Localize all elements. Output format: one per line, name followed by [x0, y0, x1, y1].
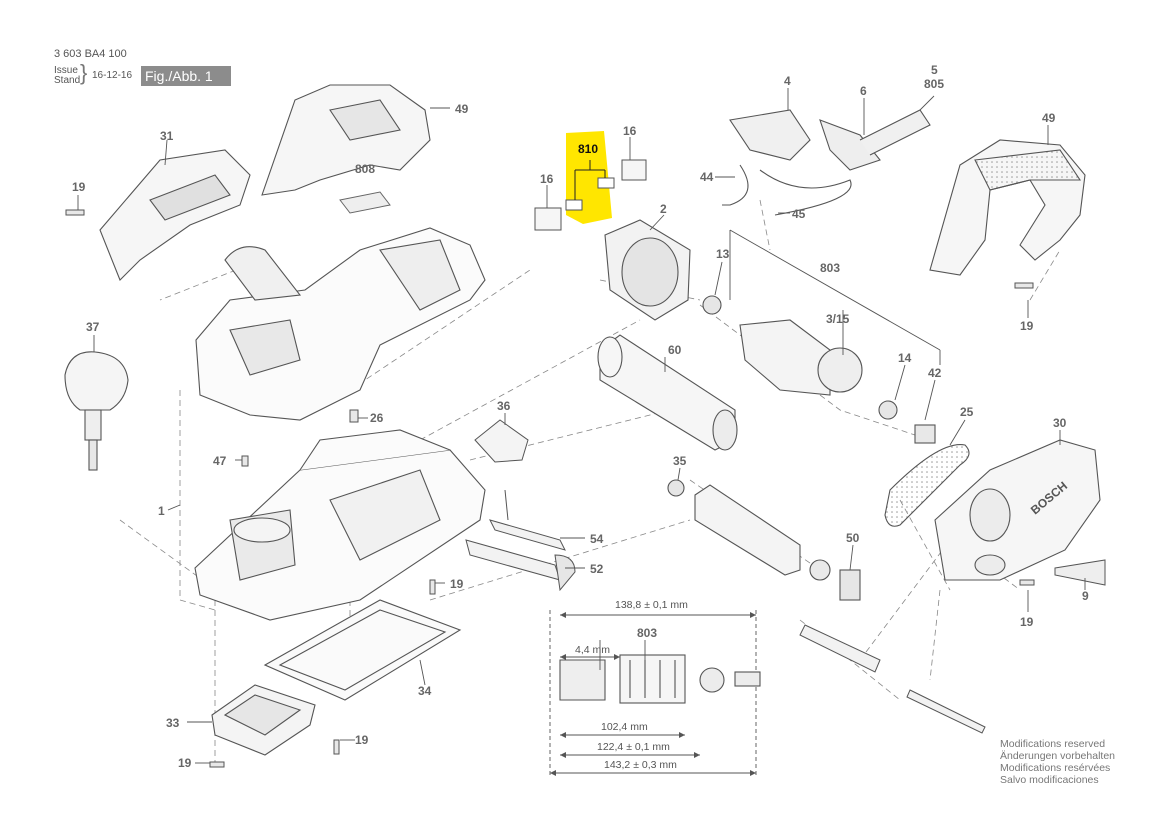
callout-25: 25 [960, 405, 974, 419]
callout-19b: 19 [450, 577, 464, 591]
callout-45: 45 [792, 207, 806, 221]
callout-44: 44 [700, 170, 714, 184]
callout-19e: 19 [1020, 319, 1034, 333]
callout-1: 1 [158, 504, 165, 518]
blade-parts [799, 559, 1106, 734]
notice-de: Änderungen vorbehalten [1000, 750, 1116, 762]
modifications-notice: Modifications reserved Änderungen vorbeh… [1000, 738, 1115, 786]
callout-9: 9 [1082, 589, 1089, 603]
callout-34: 34 [418, 684, 432, 698]
dim-offset: 4,4 mm [575, 644, 610, 656]
handle-49-right [929, 139, 1086, 276]
callout-36: 36 [497, 399, 511, 413]
base-plate-34 [263, 599, 462, 701]
callout-31: 31 [160, 129, 174, 143]
armature-803 [702, 295, 936, 444]
dim-length-1: 102,4 mm [601, 721, 648, 733]
leader-lines [77, 88, 1086, 764]
callout-14: 14 [898, 351, 912, 365]
stator-2 [604, 219, 691, 321]
callout-49b: 49 [1042, 111, 1056, 125]
callout-47: 47 [213, 454, 227, 468]
callout-16b: 16 [540, 172, 554, 186]
callout-19c: 19 [355, 733, 369, 747]
stand-label: Stand [54, 75, 81, 86]
issue-stand-label: Issue Stand [54, 66, 80, 86]
callout-16a: 16 [623, 124, 637, 138]
callout-19f: 19 [1020, 615, 1034, 629]
notice-es: Salvo modificaciones [1000, 774, 1099, 786]
issue-label: Issue [54, 65, 78, 76]
cover-part-49-left [261, 84, 431, 196]
dimension-arrows [550, 612, 756, 776]
notice-en: Modifications reserved [1000, 738, 1106, 750]
callout-13: 13 [716, 247, 730, 261]
callout-4: 4 [784, 74, 791, 88]
dim-length-3: 143,2 ± 0,3 mm [604, 759, 677, 771]
dim-total-rotor: 138,8 ± 0,1 mm [615, 599, 688, 611]
callout-3-15: 3/15 [826, 312, 850, 326]
screw-group [65, 209, 1035, 768]
part-code: 3 603 BA4 100 [54, 48, 127, 60]
callout-810: 810 [578, 142, 598, 156]
label-sticker-808 [339, 191, 391, 214]
bracket-33 [211, 684, 316, 756]
knob-37 [64, 351, 129, 471]
callout-35: 35 [673, 454, 687, 468]
tube-60 [597, 334, 738, 451]
callout-2: 2 [660, 202, 667, 216]
callout-60: 60 [668, 343, 682, 357]
callout-803b: 803 [637, 626, 657, 640]
callout-49a: 49 [455, 102, 469, 116]
callout-42: 42 [928, 366, 942, 380]
housing-part-1 [194, 227, 486, 621]
part-36 [474, 419, 529, 463]
callout-50: 50 [846, 531, 860, 545]
callout-labels: 31 49 19 808 37 26 47 1 36 54 52 19 34 3… [72, 63, 1089, 770]
callout-19d: 19 [178, 756, 192, 770]
drum-assembly [667, 479, 861, 601]
cover-part-31 [99, 149, 251, 281]
callout-805: 805 [924, 77, 944, 91]
callout-808: 808 [355, 162, 375, 176]
notice-fr: Modifications resérvées [1000, 762, 1111, 774]
figure-label: Fig./Abb. 1 [141, 66, 231, 86]
callout-30: 30 [1053, 416, 1067, 430]
callout-26: 26 [370, 411, 384, 425]
issue-date: 16-12-16 [92, 70, 133, 81]
callout-6: 6 [860, 84, 867, 98]
header-brace: } [80, 60, 88, 85]
brushes-810 [534, 159, 647, 231]
dim-length-2: 122,4 ± 0,1 mm [597, 741, 670, 753]
callout-54: 54 [590, 532, 604, 546]
callout-52: 52 [590, 562, 604, 576]
dimension-labels: 138,8 ± 0,1 mm 4,4 mm 102,4 mm 122,4 ± 0… [575, 599, 688, 771]
callout-19a: 19 [72, 180, 86, 194]
armature-detail-drawing [559, 654, 761, 704]
callout-5: 5 [931, 63, 938, 77]
part-54 [489, 489, 566, 551]
callout-803a: 803 [820, 261, 840, 275]
part-52 [465, 539, 576, 592]
callout-37: 37 [86, 320, 100, 334]
belt-25 [884, 444, 970, 527]
cable-assembly [722, 109, 931, 216]
dimension-lines [550, 614, 756, 774]
callout-33: 33 [166, 716, 180, 730]
cover-30: BOSCH [934, 439, 1101, 581]
